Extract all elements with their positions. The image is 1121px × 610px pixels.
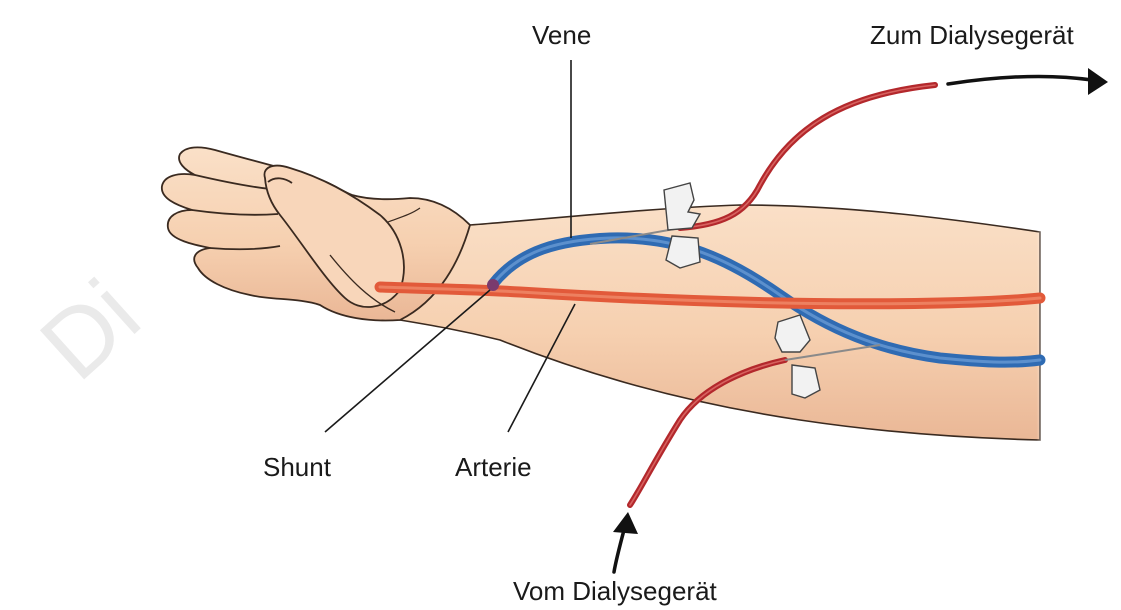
label-vene: Vene: [532, 22, 591, 48]
shunt-junction: [487, 279, 499, 291]
hand: [162, 147, 470, 320]
label-to-dialysis: Zum Dialysegerät: [870, 22, 1074, 48]
label-arterie: Arterie: [455, 454, 532, 480]
label-from-dialysis: Vom Dialysegerät: [513, 578, 717, 604]
arrow-from-dialysis: [613, 512, 638, 572]
arrow-to-dialysis: [948, 68, 1108, 95]
label-shunt: Shunt: [263, 454, 331, 480]
